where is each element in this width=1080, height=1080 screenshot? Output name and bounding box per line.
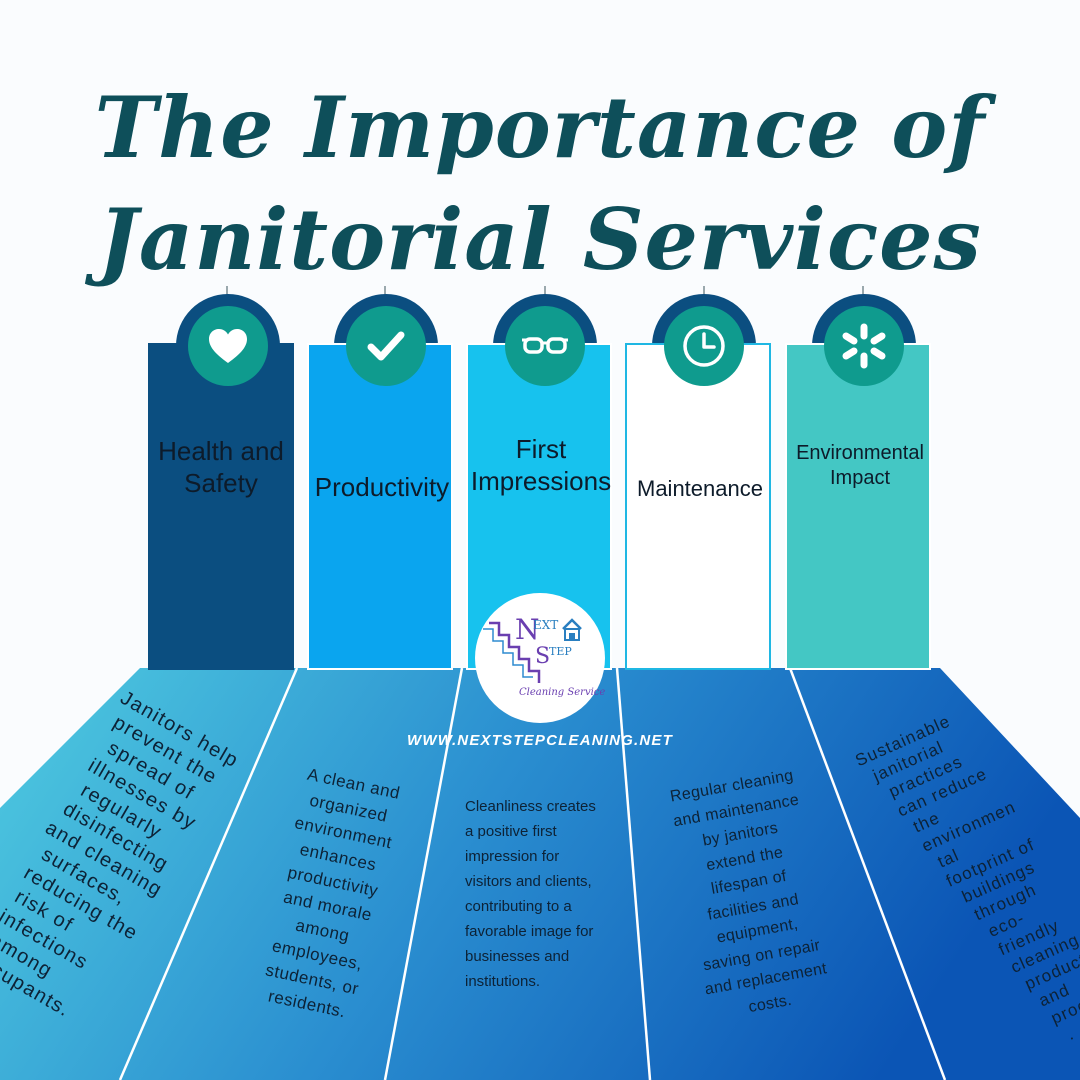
pillar-hook <box>862 286 864 300</box>
logo-letter-s: S <box>535 644 550 669</box>
heart-icon <box>209 329 247 363</box>
pillar-maintenance: Maintenance <box>625 343 771 670</box>
pillar-label: Environmental Impact <box>796 442 924 489</box>
checkmark-badge <box>346 306 426 386</box>
pillar-productivity: Productivity <box>307 343 453 670</box>
pillar-hook <box>544 286 546 300</box>
pillar-hook <box>703 286 705 300</box>
heart-badge <box>188 306 268 386</box>
description-first-impressions: Cleanliness creates a positive first imp… <box>465 798 596 990</box>
logo-letter-n: N <box>515 613 540 646</box>
logo-text-cleaning: Cleaning Services <box>519 687 605 698</box>
floor-divider-3 <box>615 668 652 1080</box>
checkmark-icon <box>367 331 405 361</box>
floor-divider-2 <box>383 668 464 1080</box>
pillar-hook <box>226 286 228 300</box>
pillar-label: First Impressions <box>470 434 612 497</box>
pillar-label: Maintenance <box>637 476 763 501</box>
pillar-label: Productivity <box>314 472 450 502</box>
pillar-health-safety: Health and Safety <box>148 343 294 670</box>
pillar-hook <box>384 286 386 300</box>
logo-text-ext: EXT <box>533 618 558 632</box>
title-line-1: The Importance of <box>94 78 986 177</box>
logo-text-tep: TEP <box>549 645 572 658</box>
glasses-badge <box>505 306 585 386</box>
logo: N EXT S TEP Cleaning Services <box>475 593 610 723</box>
floor-divider-4 <box>788 668 947 1080</box>
logo-mark: N EXT S TEP Cleaning Services <box>483 613 610 698</box>
pillar-label: Health and Safety <box>158 436 284 499</box>
floor-panel <box>0 668 1080 1080</box>
asterisk-icon <box>842 323 886 369</box>
clock-badge <box>664 306 744 386</box>
floor-divider-1 <box>118 668 299 1080</box>
pillar-environmental-impact: Environmental Impact <box>785 343 931 670</box>
title-line-2: Janitorial Services <box>98 190 982 289</box>
asterisk-badge <box>824 306 904 386</box>
website-url[interactable]: WWW.NEXTSTEPCLEANING.NET <box>406 732 673 749</box>
house-icon <box>562 618 582 641</box>
glasses-icon <box>522 337 568 354</box>
clock-icon <box>683 325 725 367</box>
floor-surface <box>0 668 1080 1080</box>
